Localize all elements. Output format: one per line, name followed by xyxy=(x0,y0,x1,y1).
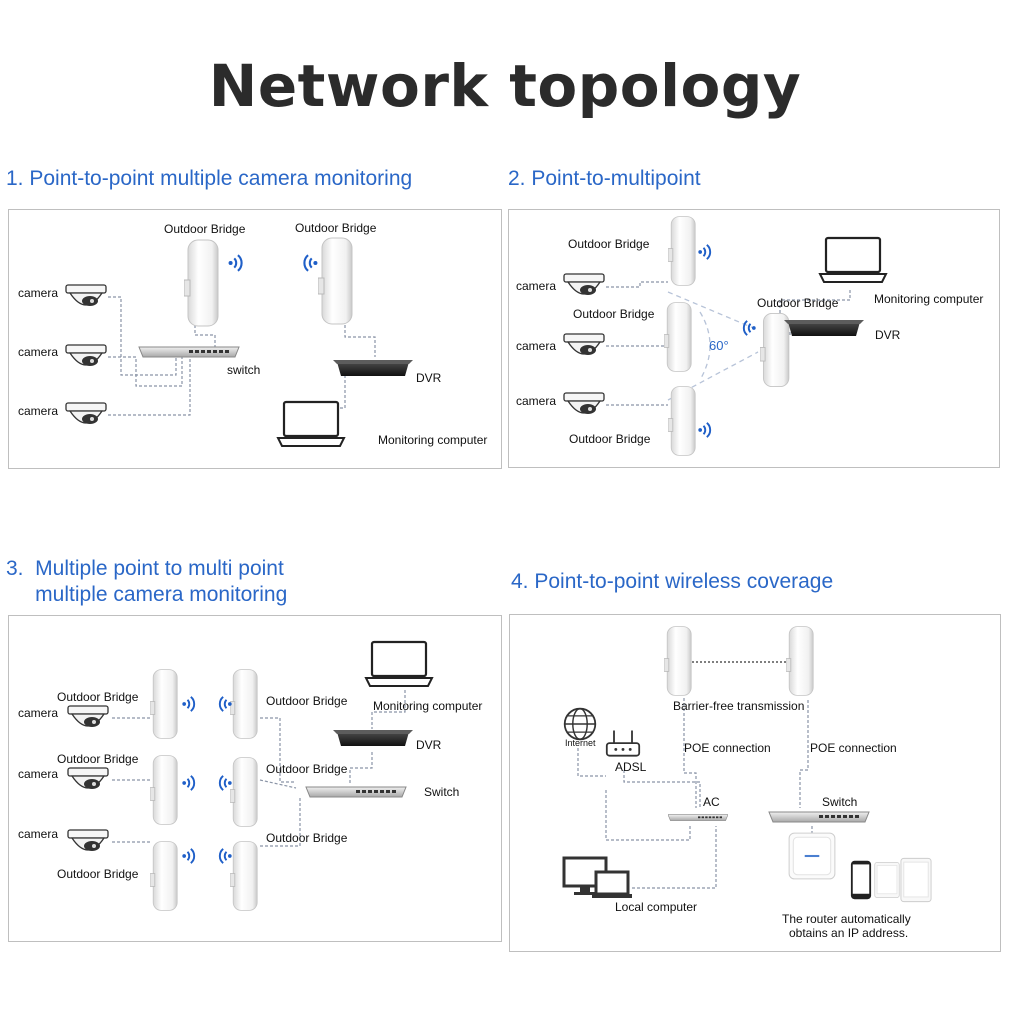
section-1-panel xyxy=(8,209,502,469)
modem-icon xyxy=(605,728,641,760)
camera-label: camera xyxy=(18,767,59,781)
switch-icon xyxy=(764,808,874,824)
wifi-signal-icon xyxy=(180,694,200,714)
bridge-bottom-label: Outdoor Bridge xyxy=(569,432,651,446)
bridge-label: Outdoor Bridge xyxy=(57,752,139,766)
dvr-icon xyxy=(333,726,413,750)
laptop-icon xyxy=(276,400,346,450)
bridge-center-label: Outdoor Bridge xyxy=(757,296,839,310)
wifi-signal-icon xyxy=(180,846,200,866)
camera-icon xyxy=(66,828,110,858)
monitoring-computer-label: Monitoring computer xyxy=(378,433,488,447)
globe-icon xyxy=(562,706,598,742)
outdoor-bridge xyxy=(184,238,224,328)
bridge-label: Outdoor Bridge xyxy=(57,867,139,881)
wifi-signal-icon xyxy=(214,694,234,714)
adsl-label: ADSL xyxy=(615,760,647,774)
router-note-line2: obtains an IP address. xyxy=(789,926,909,940)
wifi-signal-icon xyxy=(214,773,234,793)
camera-icon xyxy=(66,704,110,734)
angle-label: 60° xyxy=(709,338,729,353)
dvr-label: DVR xyxy=(875,328,901,342)
barrier-free-label: Barrier-free transmission xyxy=(673,699,805,713)
camera-label: camera xyxy=(18,404,59,418)
monitoring-computer-label: Monitoring computer xyxy=(874,292,984,306)
switch-label: Switch xyxy=(424,785,460,799)
camera-label: camera xyxy=(516,394,557,408)
phone-icon xyxy=(850,858,872,902)
bridge-mid-label: Outdoor Bridge xyxy=(573,307,655,321)
wifi-signal-icon xyxy=(696,242,716,262)
bridge-label: Outdoor Bridge xyxy=(57,690,139,704)
internet-label: Internet xyxy=(565,738,596,748)
dvr-label: DVR xyxy=(416,738,442,752)
ac-label: AC xyxy=(703,795,720,809)
tablet-icon xyxy=(874,856,900,904)
dvr-label: DVR xyxy=(416,371,442,385)
laptop-icon xyxy=(364,640,434,690)
section-1-heading: 1. Point-to-point multiple camera monito… xyxy=(6,167,413,190)
outdoor-bridge xyxy=(230,664,262,744)
camera-icon xyxy=(64,283,108,313)
section-3-heading: 3. Multiple point to multi point xyxy=(6,557,284,580)
router-icon xyxy=(786,830,838,882)
bridge-label: Outdoor Bridge xyxy=(266,831,348,845)
local-computer-label: Local computer xyxy=(615,900,698,914)
bridge-left-label: Outdoor Bridge xyxy=(164,222,246,236)
switch-icon xyxy=(296,783,416,799)
poe-connection-label: POE connection xyxy=(810,741,897,755)
wifi-signal-icon xyxy=(696,420,716,440)
section-4-heading: 4. Point-to-point wireless coverage xyxy=(511,570,834,593)
camera-label: camera xyxy=(18,286,59,300)
camera-icon xyxy=(562,332,606,362)
bridge-label: Outdoor Bridge xyxy=(266,694,348,708)
section-3-subheading: multiple camera monitoring xyxy=(6,583,288,606)
wifi-signal-icon xyxy=(226,252,248,274)
desktop-computer-icon xyxy=(562,856,632,902)
page-title: Network topology xyxy=(208,52,802,120)
camera-label: camera xyxy=(18,345,59,359)
outdoor-bridge xyxy=(150,664,182,744)
switch-icon xyxy=(138,343,240,359)
camera-icon xyxy=(64,401,108,431)
bridge-top-label: Outdoor Bridge xyxy=(568,237,650,251)
outdoor-bridge xyxy=(786,620,818,702)
camera-label: camera xyxy=(18,706,59,720)
outdoor-bridge xyxy=(150,750,182,830)
router-note-line1: The router automatically xyxy=(782,912,911,926)
camera-icon xyxy=(66,766,110,796)
dvr-icon xyxy=(333,356,413,380)
monitoring-computer-label: Monitoring computer xyxy=(373,699,483,713)
wifi-signal-icon xyxy=(738,318,758,338)
camera-icon xyxy=(562,391,606,421)
switch-label: switch xyxy=(227,363,261,377)
outdoor-bridge xyxy=(318,236,358,326)
switch-label: Switch xyxy=(822,795,858,809)
wifi-signal-icon xyxy=(180,773,200,793)
camera-icon xyxy=(64,343,108,373)
poe-connection-label: POE connection xyxy=(684,741,771,755)
ac-controller-icon xyxy=(668,808,728,826)
camera-icon xyxy=(562,272,606,302)
tablet-icon xyxy=(900,856,932,904)
outdoor-bridge xyxy=(230,836,262,916)
laptop-icon xyxy=(818,236,888,286)
camera-label: camera xyxy=(516,339,557,353)
wifi-signal-icon xyxy=(214,846,234,866)
bridge-label: Outdoor Bridge xyxy=(266,762,348,776)
dvr-icon xyxy=(784,316,864,340)
outdoor-bridge xyxy=(230,752,262,832)
camera-label: camera xyxy=(18,827,59,841)
outdoor-bridge xyxy=(664,296,696,378)
section-2-heading: 2. Point-to-multipoint xyxy=(508,167,701,190)
outdoor-bridge xyxy=(150,836,182,916)
bridge-right-label: Outdoor Bridge xyxy=(295,221,377,235)
wifi-signal-icon xyxy=(298,252,320,274)
camera-label: camera xyxy=(516,279,557,293)
outdoor-bridge xyxy=(664,620,696,702)
